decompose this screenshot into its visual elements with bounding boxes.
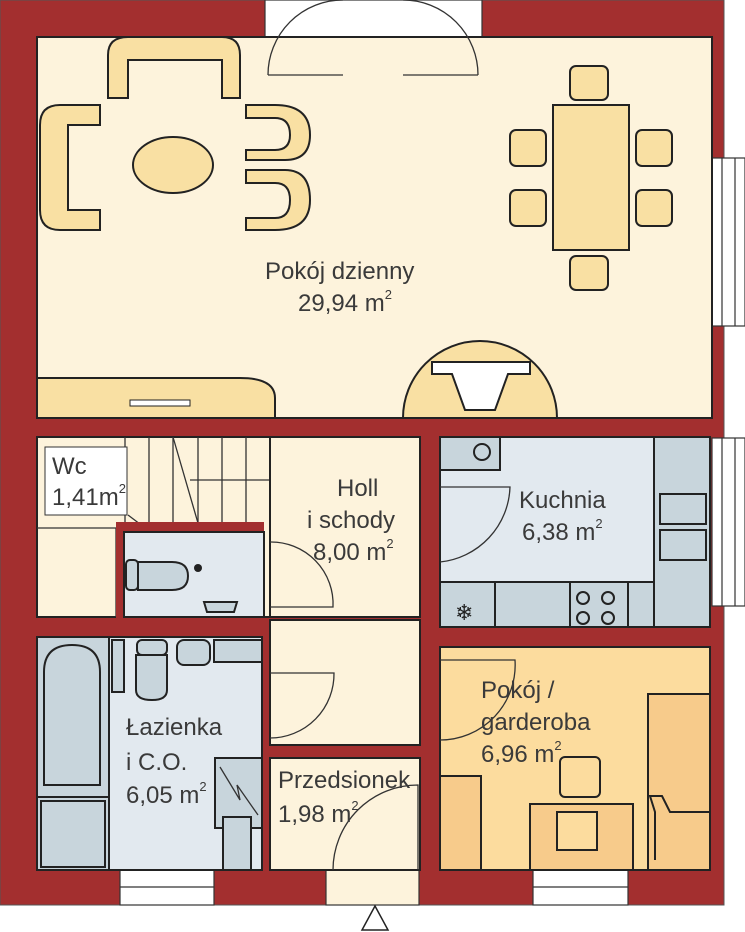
wc-door[interactable] — [269, 541, 334, 608]
svg-text:6,05 m2: 6,05 m2 — [126, 779, 207, 809]
room-area: 1,98 m — [278, 801, 351, 828]
room-name: Pokój / — [481, 677, 555, 704]
boiler-icon — [219, 766, 259, 816]
room-name: i schody — [307, 507, 395, 534]
bathroom-fixtures — [36, 636, 263, 871]
room-name: garderoba — [481, 709, 591, 736]
room-area: 6,38 m — [522, 519, 595, 546]
triangle-icon — [360, 904, 390, 931]
wall — [116, 522, 124, 622]
kitchen-door[interactable] — [439, 486, 511, 563]
tv — [129, 399, 191, 407]
svg-text:1,41m2: 1,41m2 — [52, 481, 126, 511]
sofa-set — [39, 36, 312, 231]
room-area: 29,94 m — [298, 290, 385, 317]
sideboard — [36, 377, 276, 419]
room-name: Pokój dzienny — [265, 258, 414, 285]
room-area: 1,41m — [52, 484, 119, 511]
room-area: 6,96 m — [481, 741, 554, 768]
room-area: 8,00 m — [313, 539, 386, 566]
room-name: Wc — [52, 453, 87, 480]
fireplace-insert — [431, 361, 531, 411]
room-holl — [269, 436, 421, 618]
terrace-doors — [267, 0, 479, 76]
windows — [119, 0, 745, 906]
stair-marker — [194, 564, 202, 572]
sink-icon — [202, 601, 239, 613]
room-name: Łazienka — [126, 714, 223, 741]
room-holl-lower — [269, 619, 421, 746]
wc-label: Wc 1,41m2 — [44, 446, 128, 516]
room-vestibule — [269, 757, 421, 871]
dining-table — [509, 65, 673, 291]
svg-text:29,94 m2: 29,94 m2 — [298, 287, 392, 317]
room-name: Holl — [337, 475, 378, 502]
svg-text:6,96 m2: 6,96 m2 — [481, 738, 562, 768]
svg-text:6,38 m2: 6,38 m2 — [522, 516, 603, 546]
wall — [116, 522, 264, 532]
room-name: i C.O. — [126, 749, 187, 776]
room-name: Kuchnia — [519, 487, 606, 514]
bathroom-door[interactable] — [269, 672, 335, 739]
wardrobe-furniture — [439, 693, 711, 871]
toilet-icon — [125, 559, 190, 591]
kitchen-counters — [439, 436, 711, 628]
entrance-door[interactable] — [332, 784, 419, 871]
room-door[interactable] — [439, 659, 516, 741]
snowflake-icon: ❄ — [455, 600, 473, 625]
room-area: 6,05 m — [126, 782, 199, 809]
room-name: Przedsionek — [278, 767, 411, 794]
svg-text:8,00 m2: 8,00 m2 — [313, 536, 394, 566]
svg-text:1,98 m2: 1,98 m2 — [278, 798, 359, 828]
